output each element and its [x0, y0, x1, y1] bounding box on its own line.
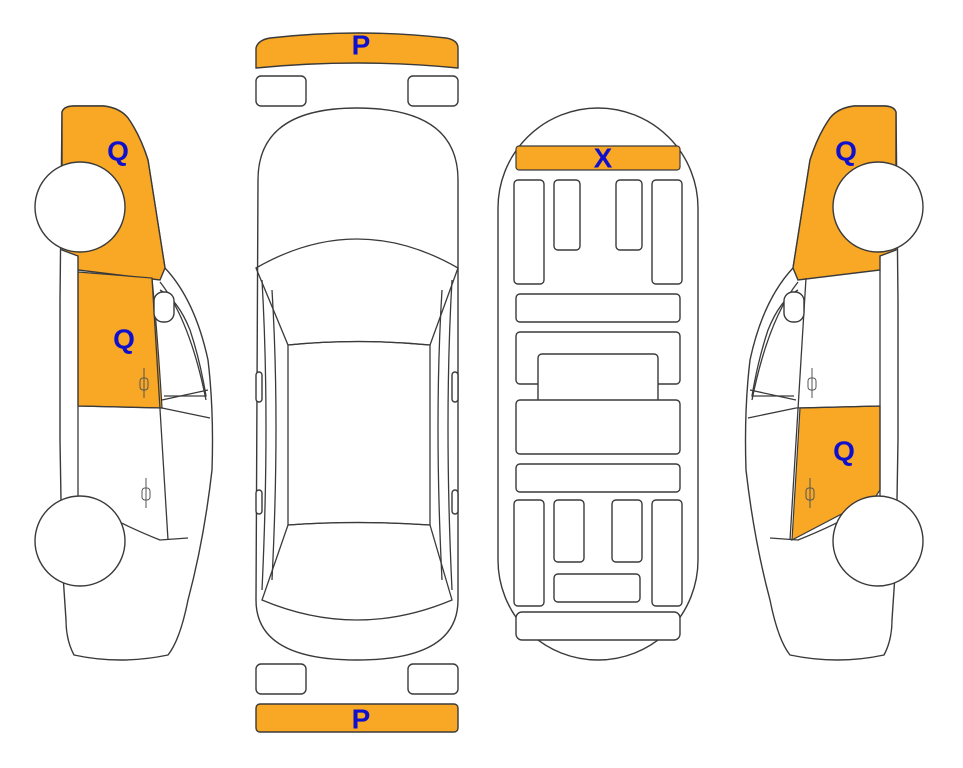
top-view: P P	[255, 30, 459, 735]
right-side-view: Q Q	[744, 105, 924, 661]
right-front-door-handle	[807, 368, 817, 398]
top-left-mirror	[255, 371, 263, 403]
front-right-seat-inner	[615, 179, 643, 251]
right-front-fender-label: Q	[835, 136, 857, 167]
front-left-light	[255, 75, 307, 107]
top-right-mirror	[451, 371, 459, 403]
right-front-wheel	[832, 161, 924, 253]
left-front-door-label: Q	[113, 324, 135, 355]
top-right-handle	[451, 489, 459, 515]
left-front-wheel	[34, 161, 126, 253]
rear-right-light	[407, 663, 459, 695]
front-bumper-label: P	[352, 30, 371, 61]
left-front-door-handle	[139, 368, 149, 398]
top-body-outline	[255, 107, 459, 661]
front-right-light	[407, 75, 459, 107]
right-rear-wheel	[832, 495, 924, 587]
left-mirror	[153, 291, 175, 323]
rear-bumper-damage	[255, 703, 459, 733]
center-area-lower	[515, 399, 681, 455]
right-rear-door-handle	[805, 478, 815, 508]
right-rear-door-label: Q	[833, 436, 855, 467]
front-bumper-damage	[255, 32, 459, 69]
top-side-lines	[261, 279, 453, 591]
front-bench	[515, 293, 681, 323]
left-front-fender-label: Q	[107, 136, 129, 167]
left-side-view: Q Q	[34, 105, 214, 661]
interior-view: X	[497, 107, 699, 661]
rear-bumper-label: P	[352, 704, 371, 735]
rear-center-box	[553, 573, 641, 603]
trunk-panel	[515, 611, 681, 641]
top-left-handle	[255, 489, 263, 515]
left-rear-wheel	[34, 495, 126, 587]
rear-left-seat-outer	[513, 499, 545, 607]
top-rear-glass	[261, 521, 453, 621]
rear-right-seat-inner	[611, 499, 643, 563]
rear-right-seat-outer	[651, 499, 683, 607]
dashboard-label: X	[594, 143, 613, 174]
dashboard-damage	[515, 145, 681, 171]
front-left-seat-outer	[513, 179, 545, 285]
rear-bench	[515, 463, 681, 493]
front-left-seat-inner	[553, 179, 581, 251]
rear-left-light	[255, 663, 307, 695]
right-mirror	[783, 291, 805, 323]
left-rear-door-handle	[141, 478, 151, 508]
front-right-seat-outer	[651, 179, 683, 285]
rear-left-seat-inner	[553, 499, 585, 563]
